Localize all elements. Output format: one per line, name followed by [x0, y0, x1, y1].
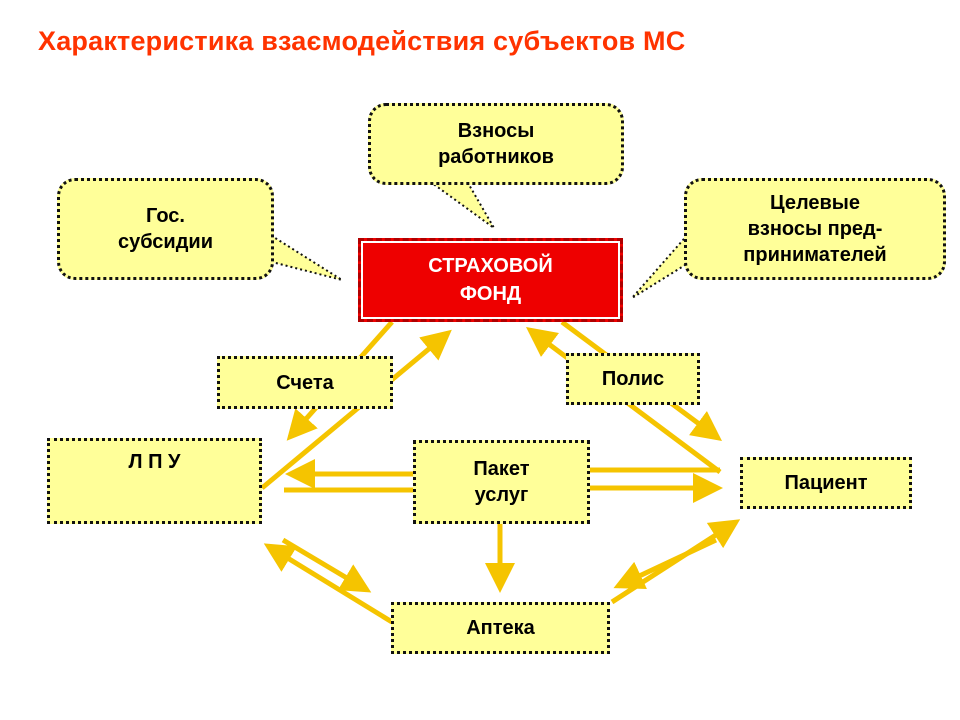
pharmacy-label: Аптека — [466, 617, 535, 639]
worker-contributions-callout: Взносы работников — [368, 103, 624, 185]
insurance-fund-box: СТРАХОВОЙ ФОНД — [358, 238, 623, 322]
service-package-box: Пакет услуг — [413, 440, 590, 524]
lpu-label: Л П У — [128, 451, 181, 473]
callout-pointer-employer — [631, 229, 691, 299]
invoices-label: Счета — [276, 371, 334, 394]
insurance-fund-label: СТРАХОВОЙ ФОНД — [428, 255, 553, 305]
arrow-patient-to-pharmacy — [613, 537, 718, 589]
gov-subsidies-label: Гос. субсидии — [117, 205, 214, 253]
arrow-pharmacy-to-lpu — [263, 543, 394, 625]
policy-box: Полис — [566, 353, 700, 405]
employer-contributions-callout: Целевые взносы пред- принимателей — [684, 178, 946, 280]
service-package-label: Пакет услуг — [473, 458, 530, 506]
invoices-box: Счета — [217, 356, 393, 409]
worker-contributions-label: Взносы работников — [438, 120, 554, 168]
policy-label: Полис — [601, 368, 665, 390]
callout-pointer-gov — [271, 234, 343, 281]
patient-label: Пациент — [784, 472, 868, 494]
lpu-box: Л П У — [47, 438, 262, 524]
gov-subsidies-callout: Гос. субсидии — [57, 178, 274, 280]
slide-title: Характеристика взаємодействия субъектов … — [38, 26, 686, 56]
patient-box: Пациент — [740, 457, 912, 509]
pharmacy-box: Аптека — [391, 602, 610, 654]
callout-pointer-worker — [428, 182, 495, 229]
employer-contributions-label: Целевые взносы пред- принимателей — [743, 192, 887, 266]
